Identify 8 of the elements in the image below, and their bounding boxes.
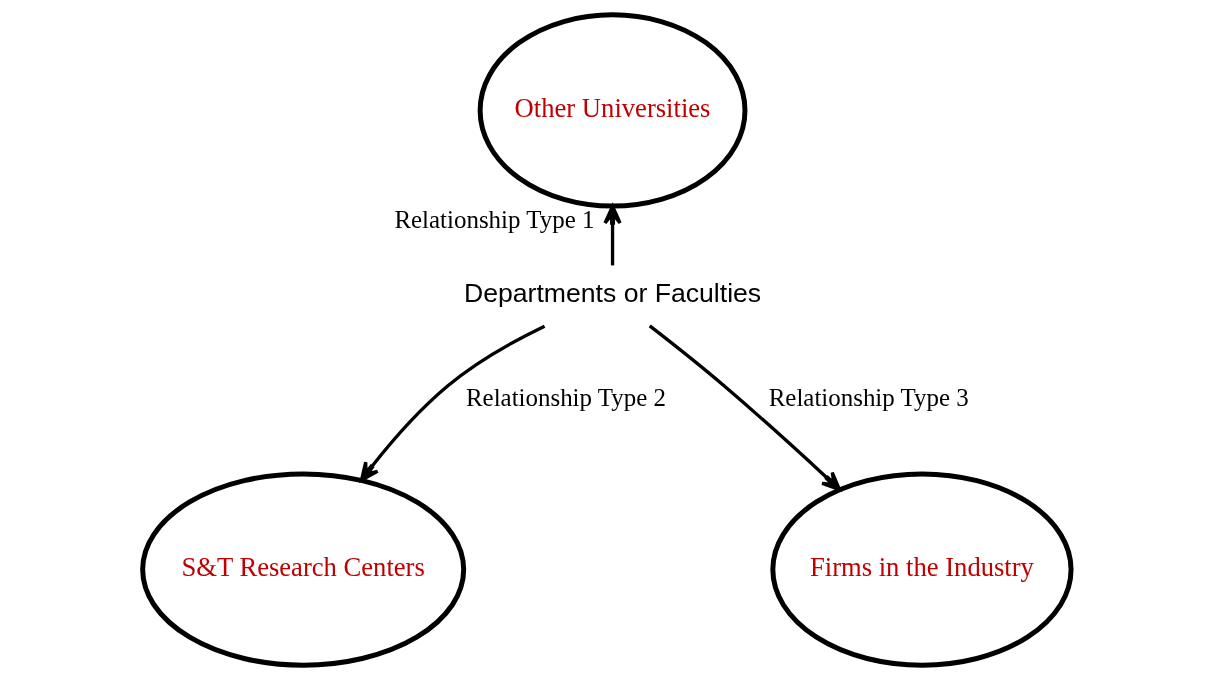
node-ellipse: Other Universities: [477, 12, 747, 209]
node-text: Departments or Faculties: [463, 278, 761, 309]
arrow: [359, 324, 545, 482]
node-ellipse: S&T Research Centers: [139, 471, 466, 668]
arrow: [648, 324, 841, 492]
arrow: [602, 204, 622, 266]
edge-label: Relationship Type 3: [768, 383, 969, 411]
edge-label: Relationship Type 2: [465, 383, 666, 411]
